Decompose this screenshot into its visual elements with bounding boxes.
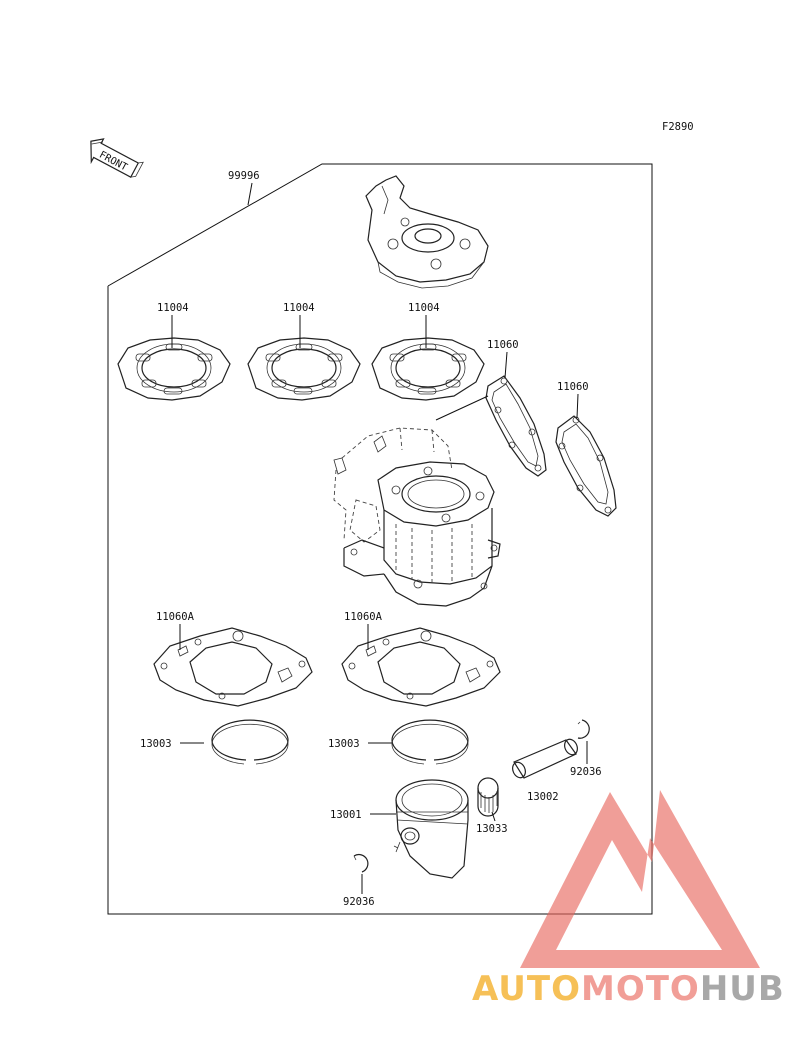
piston-pin-icon <box>512 738 578 779</box>
exhaust-gasket-leader <box>435 395 489 421</box>
kit-outline <box>107 163 653 915</box>
front-arrow-icon: FRONT <box>90 138 144 178</box>
head-gasket-3-label: 11004 <box>408 302 440 314</box>
head-gasket-2-label: 11004 <box>283 302 315 314</box>
cylinder-icon <box>333 427 501 607</box>
cylinder-head-icon <box>365 175 489 289</box>
piston-pin-label: 13002 <box>527 791 559 803</box>
base-gasket-1-label: 11060A <box>156 611 195 623</box>
figure-code: F2890 <box>662 121 694 133</box>
head-gasket-2-icon <box>247 337 361 401</box>
brand-logo: AUTOMOTOHUB <box>472 790 785 1009</box>
needle-bearing-icon <box>477 777 499 817</box>
exhaust-gasket-1-label: 11060 <box>487 339 519 351</box>
head-gasket-3-icon <box>371 337 485 401</box>
logo-triangle <box>520 790 760 968</box>
kit-label: 99996 <box>228 170 260 182</box>
needle-bearing-label: 13033 <box>476 823 508 835</box>
base-gasket-2-label: 11060A <box>344 611 383 623</box>
base-gasket-2-icon <box>341 627 501 707</box>
head-gasket-1-label: 11004 <box>157 302 189 314</box>
piston-label: 13001 <box>330 809 362 821</box>
circlip-1-label: 92036 <box>570 766 602 778</box>
logo-text: AUTOMOTOHUB <box>472 969 785 1009</box>
exhaust-gasket-1-icon <box>485 375 547 477</box>
circlip-2-label: 92036 <box>343 896 375 908</box>
piston-ring-1-icon <box>211 719 289 765</box>
circlip-2-icon <box>353 853 369 873</box>
piston-ring-2-label: 13003 <box>328 738 360 750</box>
piston-ring-1-label: 13003 <box>140 738 172 750</box>
piston-icon <box>393 779 469 879</box>
exhaust-gasket-2-icon <box>555 415 617 517</box>
circlip-1-icon <box>577 719 590 739</box>
base-gasket-1-icon <box>153 627 313 707</box>
head-gasket-1-icon <box>117 337 231 401</box>
exhaust-gasket-2-label: 11060 <box>557 381 589 393</box>
piston-ring-2-icon <box>391 719 469 765</box>
front-label: FRONT <box>97 150 129 174</box>
